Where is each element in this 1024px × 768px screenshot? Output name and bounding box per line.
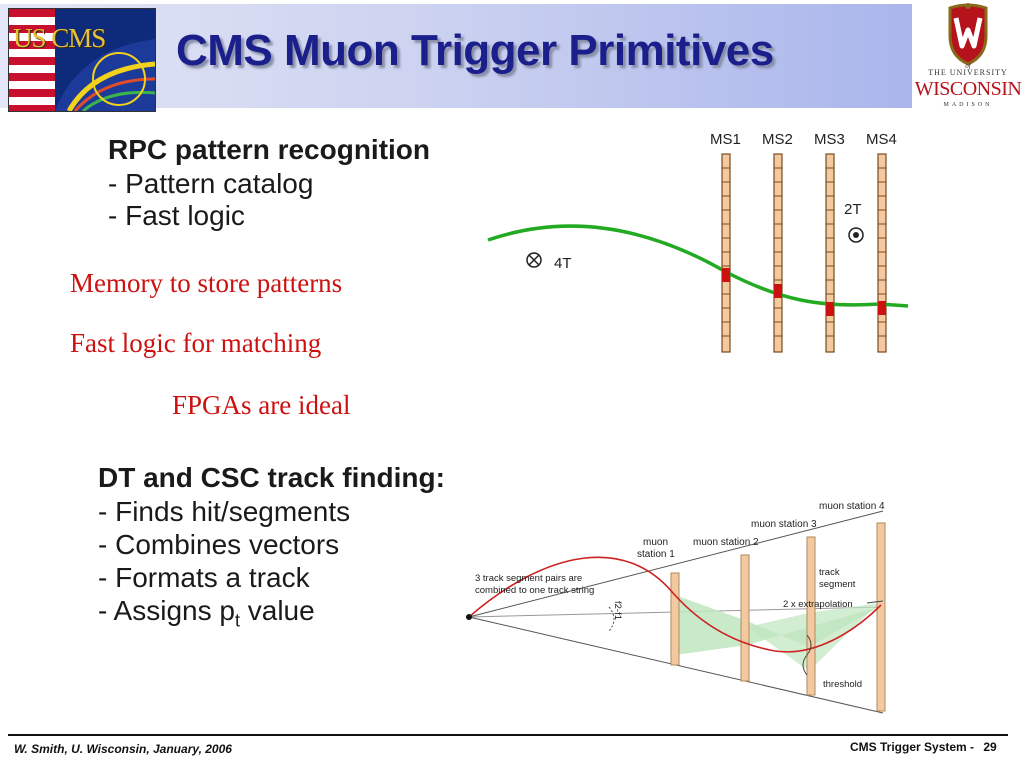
uw-logo-line-3: WISCONSIN [914, 78, 1022, 100]
label-station1-line1: muon [643, 537, 668, 548]
dt-item-2: - Combines vectors [98, 529, 340, 560]
note-fast-logic: Fast logic for matching [70, 328, 322, 358]
threshold-marker [802, 634, 812, 676]
rpc-item-2: - Fast logic [108, 200, 245, 231]
slide-title: CMS Muon Trigger Primitives [176, 26, 774, 75]
dt-item-4-post: value [239, 595, 315, 626]
chamber-station-2 [740, 554, 750, 682]
label-station1-line2: station 1 [637, 549, 675, 560]
rpc-heading: RPC pattern recognition [108, 134, 431, 165]
us-cms-logo: US CMS [8, 8, 156, 112]
dt-item-1: - Finds hit/segments [98, 496, 351, 527]
chamber-station-4 [876, 522, 886, 712]
footer-page-number: 29 [983, 740, 997, 754]
chamber-station-3 [806, 536, 816, 696]
hit-ms1 [722, 268, 730, 282]
footer-author: W. Smith, U. Wisconsin, January, 2006 [14, 742, 232, 756]
field-label-4t: 4T [554, 255, 572, 272]
footer-presentation-title: CMS Trigger System - [850, 740, 975, 754]
label-pairs-line1: 3 track segment pairs are [475, 573, 582, 584]
interaction-point [466, 614, 472, 620]
footer-divider [8, 734, 1008, 736]
muon-stations [721, 153, 887, 353]
uw-logo-line-2: of [965, 62, 971, 70]
hit-ms2 [774, 284, 782, 298]
uw-madison-logo: THE UNIVERSITY of WISCONSIN MADISON [912, 2, 1024, 110]
dt-item-3: - Formats a track [98, 562, 310, 593]
us-cms-logo-text: US CMS [13, 23, 106, 53]
label-track-segment-line1: track [819, 567, 840, 578]
label-station2: muon station 2 [693, 537, 759, 548]
dt-item-4-pre: - Assigns p [98, 595, 235, 626]
rpc-pattern-figure: MS1 MS2 MS3 MS4 4T 2T [480, 122, 920, 362]
label-phi: f2-f1 [612, 601, 623, 620]
label-track-segment-line2: segment [819, 579, 856, 590]
note-fpgas: FPGAs are ideal [172, 390, 351, 420]
label-station4: muon station 4 [819, 501, 885, 512]
label-pairs-line2: combined to one track string [475, 585, 594, 596]
label-threshold: threshold [823, 679, 862, 690]
hit-ms4 [878, 301, 886, 315]
label-extrapolation: 2 x extrapolation [783, 599, 853, 610]
field-label-2t: 2T [844, 201, 862, 218]
slide-header: US CMS CMS Muon Trigger Primitives THE U… [0, 0, 1024, 112]
station-label-ms3: MS3 [814, 131, 845, 148]
muon-track [468, 556, 882, 653]
field-into-page-icon [526, 252, 542, 268]
footer-page-info: CMS Trigger System - 29 [850, 740, 997, 754]
station-label-ms2: MS2 [762, 131, 793, 148]
phi-arc [608, 606, 615, 632]
chamber-station-1 [670, 572, 680, 666]
track-finding-figure: muon station 1 muon station 2 muon stati… [455, 495, 930, 720]
dt-heading: DT and CSC track finding: [98, 462, 445, 493]
uw-crest-icon [948, 3, 988, 66]
hit-ms3 [826, 302, 834, 316]
rpc-item-1: - Pattern catalog [108, 168, 314, 199]
muon-track-curve [487, 224, 909, 308]
uw-logo-line-4: MADISON [943, 102, 993, 108]
dt-item-4: - Assigns pt value [98, 595, 315, 632]
extrapolation-arrow [866, 600, 884, 604]
dt-item-4-sub: t [234, 610, 240, 631]
extrapolation-window [675, 595, 879, 655]
uw-logo-line-1: THE UNIVERSITY [928, 68, 1008, 77]
station-label-ms1: MS1 [710, 131, 741, 148]
note-memory: Memory to store patterns [70, 268, 343, 298]
label-station3: muon station 3 [751, 519, 817, 530]
field-out-of-page-icon [848, 227, 864, 243]
station-label-ms4: MS4 [866, 131, 897, 148]
